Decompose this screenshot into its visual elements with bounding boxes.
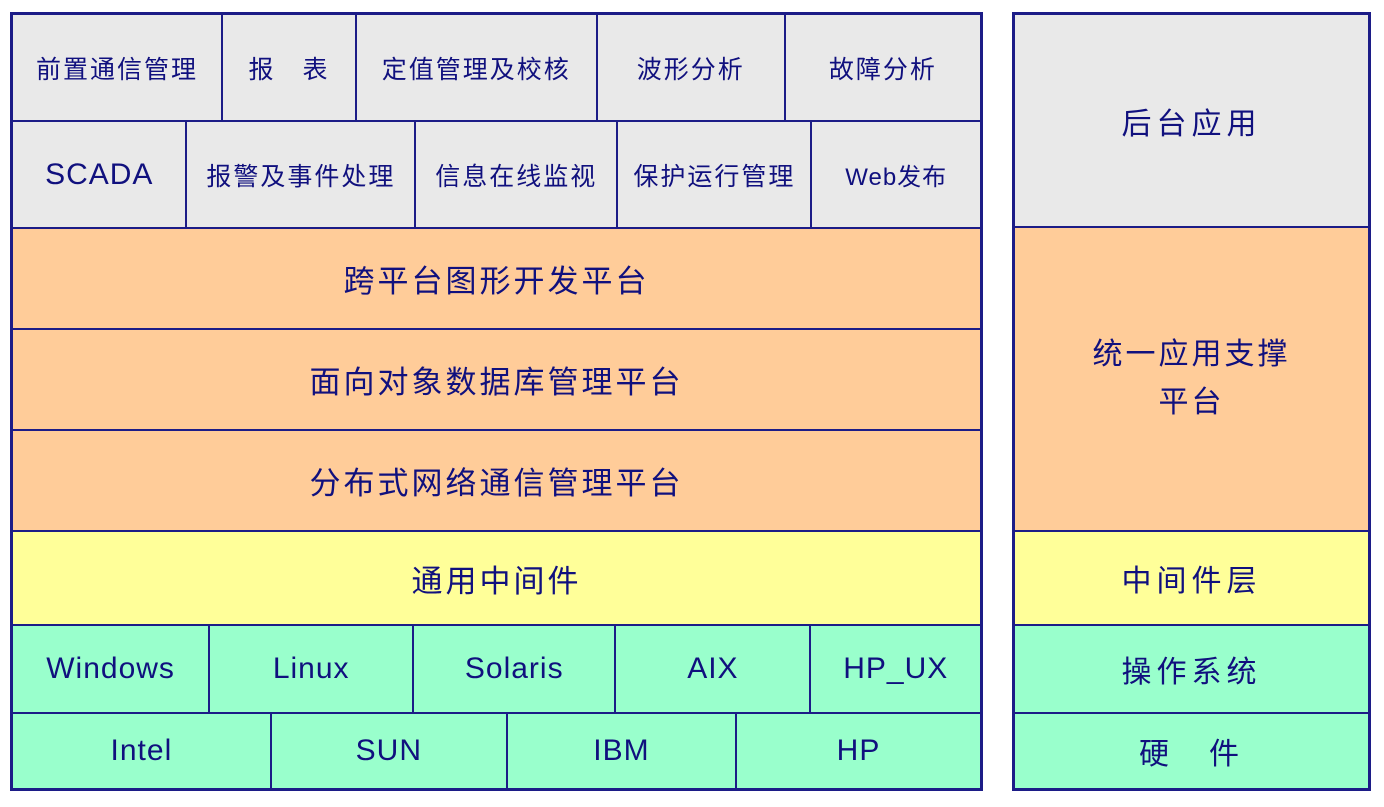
unified-platform-line-2: 平台 (1158, 386, 1225, 419)
cell-oo-database-platform: 面向对象数据库管理平台 (13, 330, 980, 429)
application-row-1: 前置通信管理 报 表 定值管理及校核 波形分析 故障分析 (13, 15, 981, 120)
main-stack-block: 前置通信管理 报 表 定值管理及校核 波形分析 故障分析 SCADA 报警及事件… (10, 12, 983, 791)
cell-online-monitor: 信息在线监视 (414, 122, 617, 227)
cell-hw-hp: HP (735, 714, 980, 788)
platform-row-network: 分布式网络通信管理平台 (13, 429, 980, 530)
cell-os-windows: Windows (13, 626, 209, 712)
cell-os-hpux: HP_UX (809, 626, 981, 712)
unified-platform-line-1: 统一应用支撑 (1092, 338, 1291, 371)
cell-middleware-layer: 中间件层 (1015, 532, 1368, 624)
legend-unified-platform-row: 统一应用支撑 平台 (1015, 226, 1368, 530)
cell-wave-analysis: 波形分析 (595, 15, 784, 120)
cell-hw-intel: Intel (13, 714, 270, 788)
cell-cross-platform-graphics: 跨平台图形开发平台 (13, 229, 980, 328)
hardware-row: Intel SUN IBM HP (13, 712, 980, 788)
cell-report: 报 表 (220, 15, 356, 120)
cell-distributed-network-platform: 分布式网络通信管理平台 (13, 431, 980, 530)
cell-hw-ibm: IBM (505, 714, 736, 788)
legend-os-row: 操作系统 (1015, 624, 1368, 712)
cell-general-middleware: 通用中间件 (13, 532, 980, 624)
cell-os-aix: AIX (614, 626, 810, 712)
legend-middleware-row: 中间件层 (1015, 530, 1368, 624)
cell-fault-analysis: 故障分析 (783, 15, 981, 120)
middleware-row: 通用中间件 (13, 530, 980, 624)
cell-scada: SCADA (13, 122, 186, 227)
cell-web-publish: Web发布 (810, 122, 980, 227)
cell-alarm-event: 报警及事件处理 (185, 122, 415, 227)
platform-row-graphics: 跨平台图形开发平台 (13, 227, 980, 328)
cell-os-layer: 操作系统 (1015, 626, 1368, 712)
cell-os-solaris: Solaris (412, 626, 615, 712)
legend-backend-app-row: 后台应用 (1015, 15, 1368, 226)
cell-hardware-layer: 硬 件 (1015, 714, 1368, 788)
application-row-2: SCADA 报警及事件处理 信息在线监视 保护运行管理 Web发布 (13, 120, 980, 227)
cell-hw-sun: SUN (269, 714, 506, 788)
legend-hardware-row: 硬 件 (1015, 712, 1368, 788)
layer-legend-block: 后台应用 统一应用支撑 平台 中间件层 操作系统 硬 件 (1012, 12, 1371, 791)
cell-backend-application: 后台应用 (1015, 15, 1368, 226)
cell-front-comm-mgmt: 前置通信管理 (13, 15, 221, 120)
cell-setting-mgmt-check: 定值管理及校核 (355, 15, 596, 120)
cell-protection-mgmt: 保护运行管理 (616, 122, 811, 227)
cell-unified-support-platform: 统一应用支撑 平台 (1015, 228, 1368, 530)
cell-os-linux: Linux (208, 626, 413, 712)
os-row: Windows Linux Solaris AIX HP_UX (13, 624, 981, 712)
platform-row-database: 面向对象数据库管理平台 (13, 328, 980, 429)
